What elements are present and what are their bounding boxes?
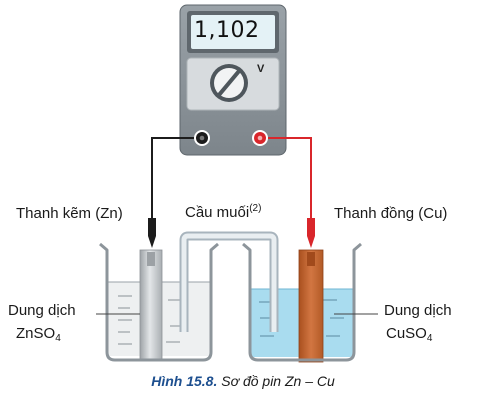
right-formula-text: CuSO (386, 325, 427, 342)
zinc-rod-label: Thanh kẽm (Zn) (16, 205, 123, 222)
red-probe-icon (307, 218, 315, 248)
lcd-screen (191, 15, 275, 49)
salt-bridge-label-text: Cầu muối (185, 204, 250, 221)
copper-rod (298, 249, 324, 363)
red-terminal-icon (252, 130, 268, 146)
left-solution-marks (118, 295, 184, 345)
left-formula-subscript: 4 (55, 333, 61, 344)
red-wire (268, 137, 312, 218)
right-beaker (242, 242, 362, 362)
voltmeter-dial-icon (210, 64, 248, 102)
right-solution-formula: CuSO4 (386, 325, 432, 344)
salt-bridge-footnote: (2) (249, 203, 262, 214)
black-wire (151, 137, 194, 218)
figure-caption-text: Sơ đồ pin Zn – Cu (217, 373, 335, 389)
copper-rod-label: Thanh đồng (Cu) (334, 205, 448, 222)
voltmeter (179, 4, 287, 156)
right-solution-label-line1: Dung dịch (384, 302, 452, 319)
left-solution-label-line1: Dung dịch (8, 302, 76, 319)
figure-number: Hình 15.8. (151, 373, 218, 389)
left-formula-text: ZnSO (16, 325, 56, 342)
salt-bridge-label: Cầu muối(2) (185, 203, 261, 221)
voltmeter-unit: V (257, 63, 265, 75)
salt-bridge-inner (181, 233, 277, 332)
copper-clip (307, 252, 315, 266)
figure-caption: Hình 15.8. Sơ đồ pin Zn – Cu (0, 373, 486, 389)
black-probe-icon (148, 218, 156, 248)
zinc-rod (139, 249, 163, 361)
zinc-clip (147, 252, 155, 266)
left-beaker (99, 242, 219, 362)
right-formula-subscript: 4 (426, 333, 433, 344)
right-solution-marks (259, 299, 344, 337)
left-solution-formula: ZnSO4 (16, 325, 61, 344)
black-terminal-icon (194, 130, 210, 146)
voltmeter-reading: 1,102 (194, 18, 260, 43)
